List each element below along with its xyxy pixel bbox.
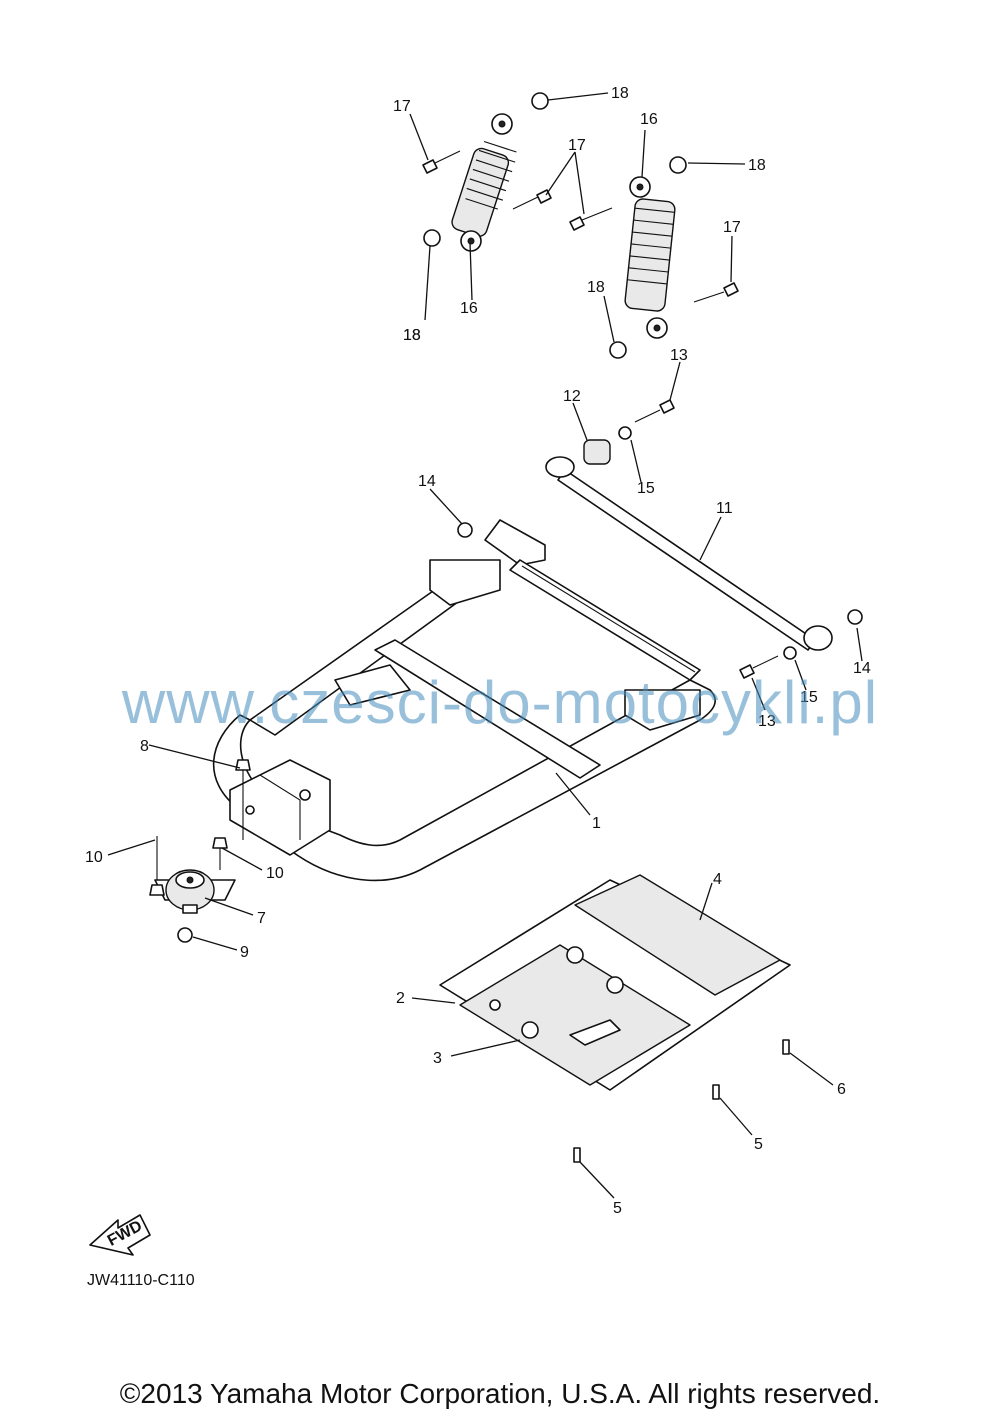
engine-mount (149, 759, 251, 943)
callout-18: 18 (611, 85, 629, 102)
callout-5: 5 (613, 1200, 622, 1217)
callout-6: 6 (837, 1081, 846, 1098)
shock-absorber-right (624, 176, 676, 339)
callout-17: 17 (723, 219, 741, 236)
callout-5: 5 (754, 1136, 763, 1153)
shock-absorber-left (451, 113, 517, 252)
callout-18: 18 (748, 157, 766, 174)
shock-nuts (423, 92, 687, 359)
reference-code: JW41110-C110 (87, 1272, 195, 1289)
rear-arm-rod (457, 399, 863, 679)
callout-8: 8 (140, 738, 149, 755)
leader-lines (107, 92, 863, 1199)
frame (212, 519, 716, 882)
callout-4: 4 (713, 871, 722, 888)
callout-18: 18 (403, 327, 421, 344)
callout-10: 10 (85, 849, 103, 866)
callout-15: 15 (637, 480, 655, 497)
callout-18: 18 (587, 279, 605, 296)
callout-13: 13 (670, 347, 688, 364)
callout-1: 1 (592, 815, 601, 832)
fwd-arrow-icon: FWD (89, 1214, 151, 1256)
callout-16: 16 (640, 111, 658, 128)
callout-16: 16 (460, 300, 478, 317)
callout-11: 11 (716, 500, 733, 517)
callout-2: 2 (396, 990, 405, 1007)
callout-9: 9 (240, 944, 249, 961)
callout-18-alt: 18 (403, 327, 421, 344)
callout-10: 10 (266, 865, 284, 882)
floor-panels (439, 874, 791, 1091)
callout-17: 17 (568, 137, 586, 154)
callout-15: 15 (800, 689, 818, 706)
shock-bolts (422, 150, 739, 303)
callouts: 17 18 17 16 18 17 18 16 18 18 13 12 15 1… (85, 85, 871, 1217)
callout-14: 14 (418, 473, 436, 490)
callout-12: 12 (563, 388, 581, 405)
callout-17: 17 (393, 98, 411, 115)
callout-13: 13 (758, 713, 776, 730)
callout-14: 14 (853, 660, 871, 677)
clips (573, 1039, 790, 1163)
copyright-notice: ©2013 Yamaha Motor Corporation, U.S.A. A… (119, 1378, 881, 1409)
callout-7: 7 (257, 910, 266, 927)
callout-3: 3 (433, 1050, 442, 1067)
